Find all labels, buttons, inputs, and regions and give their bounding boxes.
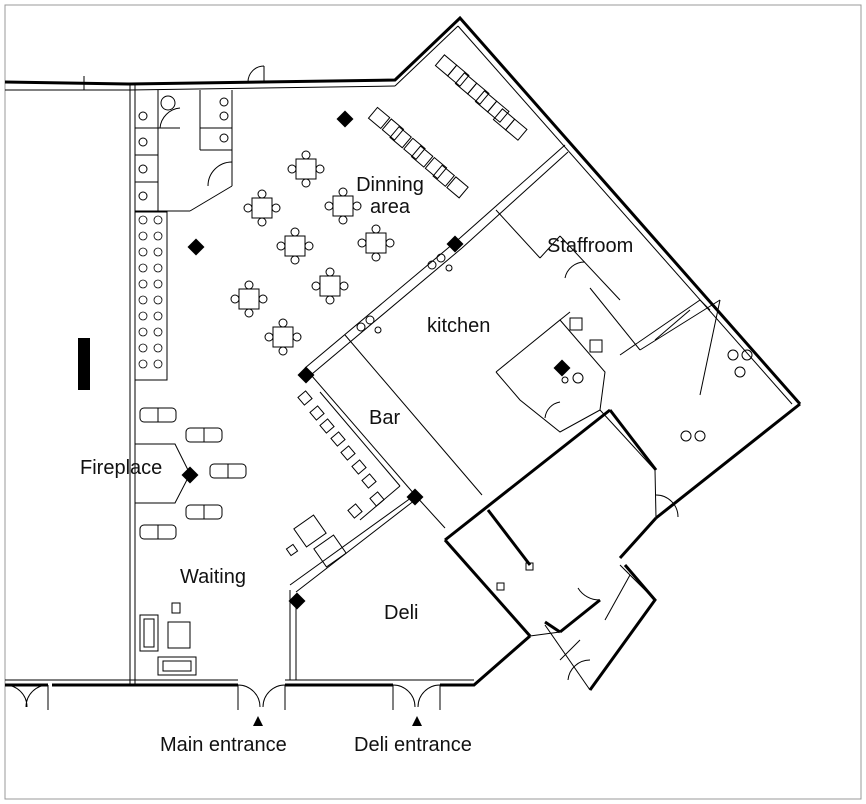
- waiting-chairs: [139, 407, 247, 540]
- bar-kitchen-walls: [289, 334, 483, 680]
- dining-tables: [230, 150, 395, 356]
- kitchen-fixtures: [356, 253, 453, 334]
- room-label-fireplace: Fireplace: [80, 457, 163, 479]
- deli-entrance-arrow: [412, 716, 422, 726]
- main-entrance-label: Main entrance: [160, 734, 287, 756]
- entrance-doors: [4, 65, 441, 710]
- planter-strip: [134, 211, 168, 381]
- bar-stools: [297, 390, 401, 521]
- lounge-seating: [285, 514, 347, 568]
- restrooms: [135, 90, 233, 212]
- page-border: [4, 4, 862, 800]
- thin-walls: [5, 25, 793, 681]
- room-label-waiting: Waiting: [180, 566, 246, 588]
- room-label-staffroom: Staffroom: [547, 235, 634, 257]
- outer-walls: [4, 15, 802, 691]
- waiting-furniture: [139, 602, 197, 676]
- room-label-dining: Dinning area: [356, 174, 424, 218]
- west-wall: [129, 84, 136, 685]
- room-label-kitchen: kitchen: [427, 315, 491, 337]
- staffroom-walls: [495, 209, 711, 356]
- room-label-deli: Deli: [384, 602, 419, 624]
- main-entrance-arrow: [253, 716, 263, 726]
- staff-restroom: [495, 311, 606, 433]
- south-east-thin: [496, 562, 656, 691]
- kitchen-north-wall: [304, 144, 569, 375]
- east-rooms: [599, 299, 753, 519]
- deli-entrance-label: Deli entrance: [354, 734, 472, 756]
- booth-seating: [367, 54, 528, 199]
- room-label-bar: Bar: [369, 407, 401, 429]
- columns: [78, 110, 571, 610]
- thick-walls: [443, 408, 658, 637]
